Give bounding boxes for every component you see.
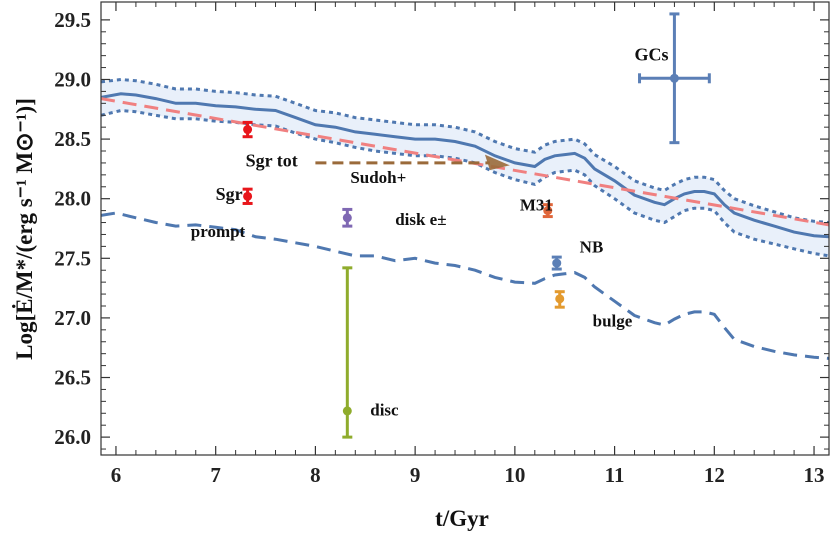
data-point-marker — [552, 258, 562, 268]
data-point-2 — [342, 207, 353, 228]
y-axis-title: Log[Ė/M*/(erg s⁻¹ M⊙⁻¹)] — [12, 98, 37, 360]
annotation-0: Sgr tot — [246, 151, 298, 171]
tick-labels: 6 7 8 9 10 11 12 13 26.0 26.5 27.0 27.5 28.0 28.5 29.0… — [54, 8, 824, 487]
series-fit-line — [101, 97, 829, 227]
y-tick-label: 27.0 — [54, 306, 91, 330]
x-tick-label: 8 — [310, 463, 321, 487]
annotation-6: NB — [580, 237, 604, 256]
x-tick-label: 9 — [410, 463, 421, 487]
x-tick-label: 10 — [504, 463, 525, 487]
y-tick-label: 26.5 — [54, 366, 91, 390]
x-axis-title: t/Gyr — [435, 506, 489, 531]
series-upper-bound-line — [101, 77, 829, 224]
data-point-0 — [242, 120, 253, 139]
y-tick-label: 28.5 — [54, 127, 91, 151]
series-lower-bound-line — [101, 108, 829, 258]
annotation-4: disk e± — [395, 210, 446, 229]
data-point-5 — [554, 290, 565, 309]
annotation-9: GCs — [635, 44, 669, 64]
x-tick-label: 13 — [804, 463, 825, 487]
x-tick-label: 6 — [111, 463, 122, 487]
y-tick-label: 29.0 — [54, 67, 91, 91]
data-point-marker — [243, 125, 253, 135]
y-tick-label: 29.5 — [54, 8, 91, 32]
data-point-marker — [243, 191, 253, 201]
y-tick-label: 28.0 — [54, 187, 91, 211]
plot-area — [101, 12, 829, 439]
x-tick-label: 12 — [704, 463, 725, 487]
data-point-4 — [551, 255, 562, 271]
data-point-1 — [242, 187, 253, 205]
data-point-6 — [342, 266, 353, 439]
annotation-3: Sudoh+ — [350, 168, 406, 187]
data-point-marker — [543, 206, 553, 216]
y-tick-label: 27.5 — [54, 246, 91, 270]
annotation-7: bulge — [593, 311, 633, 330]
x-tick-label: 11 — [605, 463, 625, 487]
sudoh-marker — [484, 154, 510, 171]
data-point-marker — [342, 406, 352, 416]
data-point-7 — [638, 12, 711, 145]
annotation-8: disc — [370, 401, 399, 420]
y-tick-label: 26.0 — [54, 425, 91, 449]
x-tick-label: 7 — [210, 463, 221, 487]
series-prompt-line — [101, 211, 829, 360]
plot-frame — [100, 1, 830, 456]
data-point-3 — [542, 203, 553, 219]
annotation-2: prompt — [191, 222, 246, 241]
annotation-1: Sgr — [216, 184, 243, 204]
data-point-marker — [342, 213, 352, 223]
data-point-marker — [555, 294, 565, 304]
data-point-marker — [669, 73, 679, 83]
series-central-line — [101, 92, 829, 239]
band-fill — [101, 79, 829, 256]
axes-frame — [100, 1, 830, 456]
annotation-5: M31 — [520, 196, 553, 215]
